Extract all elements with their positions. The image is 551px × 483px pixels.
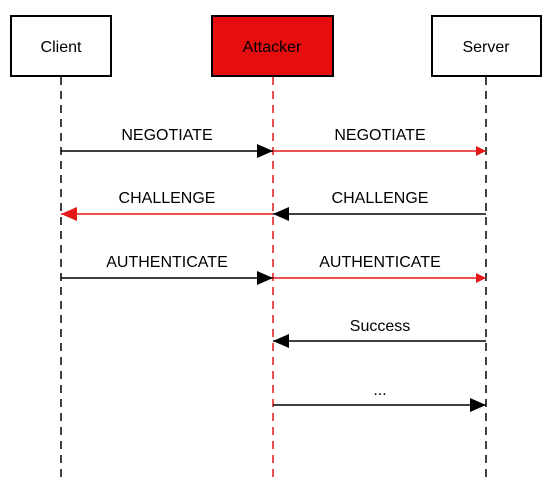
- server-participant: Server: [431, 15, 542, 77]
- message-label: CHALLENGE: [332, 190, 429, 207]
- attacker-participant: Attacker: [211, 15, 334, 77]
- message-negotiate-attacker-to-server: NEGOTIATE: [273, 127, 486, 156]
- server-label: Server: [462, 39, 510, 56]
- message-negotiate-client-to-attacker: NEGOTIATE: [61, 127, 273, 158]
- message-label: ...: [373, 382, 386, 399]
- client-participant: Client: [10, 15, 112, 77]
- message-authenticate-client-to-attacker: AUTHENTICATE: [61, 254, 273, 285]
- client-label: Client: [41, 39, 82, 56]
- client-box: [10, 15, 112, 77]
- message-success-server-to-attacker: Success: [273, 318, 486, 348]
- message-label: AUTHENTICATE: [106, 254, 227, 271]
- message-label: Success: [350, 318, 410, 335]
- message-ellipsis-attacker-to-server: ...: [273, 382, 486, 412]
- message-authenticate-attacker-to-server: AUTHENTICATE: [273, 254, 486, 283]
- attacker-box: [211, 15, 334, 77]
- message-challenge-attacker-to-client: CHALLENGE: [61, 190, 273, 221]
- server-box: [431, 15, 542, 77]
- attacker-label: Attacker: [243, 39, 302, 56]
- message-challenge-server-to-attacker: CHALLENGE: [273, 190, 486, 221]
- message-label: NEGOTIATE: [334, 127, 425, 144]
- message-label: CHALLENGE: [119, 190, 216, 207]
- message-label: NEGOTIATE: [121, 127, 212, 144]
- message-label: AUTHENTICATE: [319, 254, 440, 271]
